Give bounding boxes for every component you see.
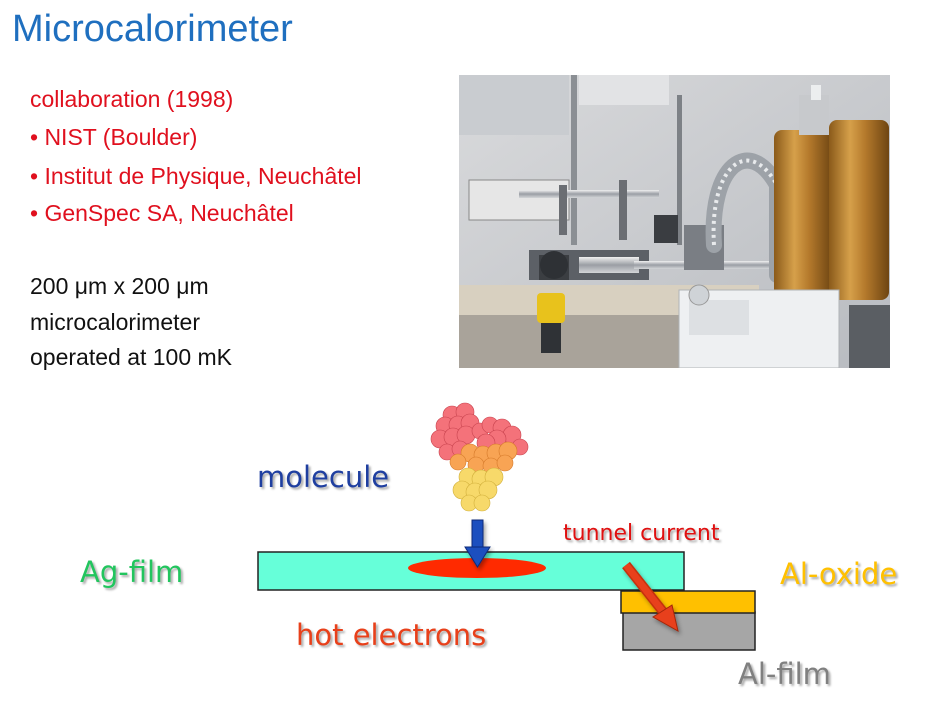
impact-arrow-icon [464,519,491,568]
hot-spot [408,558,546,578]
diagram-canvas: molecule Ag-film Al-oxide tunnel current… [80,402,897,691]
molecule-label: molecule [257,460,389,494]
spec-line: operated at 100 mK [30,344,233,370]
partner-item: • Institut de Physique, Neuchâtel [30,163,362,189]
ag-film-label: Ag-film [80,555,183,589]
al-oxide-layer [620,590,756,614]
partner-item: • GenSpec SA, Neuchâtel [30,200,294,226]
spec-line: 200 μm x 200 μm [30,273,209,299]
apparatus-photo [459,75,890,368]
protein-molecule-icon [430,402,529,512]
al-film-layer [622,611,756,651]
collaboration-heading: collaboration (1998) [30,86,234,112]
al-oxide-label: Al-oxide [780,557,897,591]
tunnel-current-label: tunnel current [563,521,720,546]
tunnel-junction-diagram: molecule Ag-film Al-oxide tunnel current… [0,395,947,712]
al-film-label: Al-film [738,657,831,691]
partner-item: • NIST (Boulder) [30,124,198,150]
hot-electrons-label: hot electrons [296,618,486,652]
spec-line: microcalorimeter [30,309,200,335]
slide-title: Microcalorimeter [12,8,293,50]
tunnel-current-arrow-icon [622,561,679,632]
apparatus-illustration [459,75,890,368]
